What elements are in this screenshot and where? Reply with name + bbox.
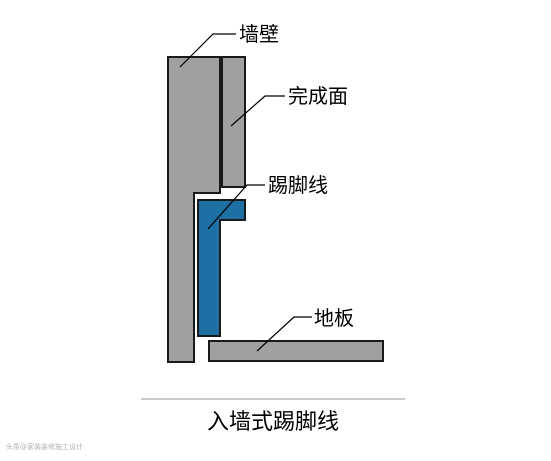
floor-label: 地板: [314, 306, 354, 330]
wall-label: 墙壁: [239, 22, 279, 46]
watermark: 头条@家装装修施工设计: [6, 442, 83, 451]
wall-leader-line: [179, 33, 236, 68]
floor-slab: [208, 340, 384, 362]
floor-leader-line: [256, 316, 312, 352]
baseboard-label: 踢脚线: [268, 173, 328, 197]
finish-surface-label: 完成面: [288, 84, 348, 108]
finish-surface-panel: [221, 56, 246, 188]
baseboard-leader-line: [207, 184, 265, 230]
wall-panel: [167, 56, 221, 363]
finish-surface-leader-line: [230, 95, 285, 127]
diagram-caption: 入墙式踢脚线: [207, 410, 339, 435]
baseboard-profile: [197, 199, 246, 337]
